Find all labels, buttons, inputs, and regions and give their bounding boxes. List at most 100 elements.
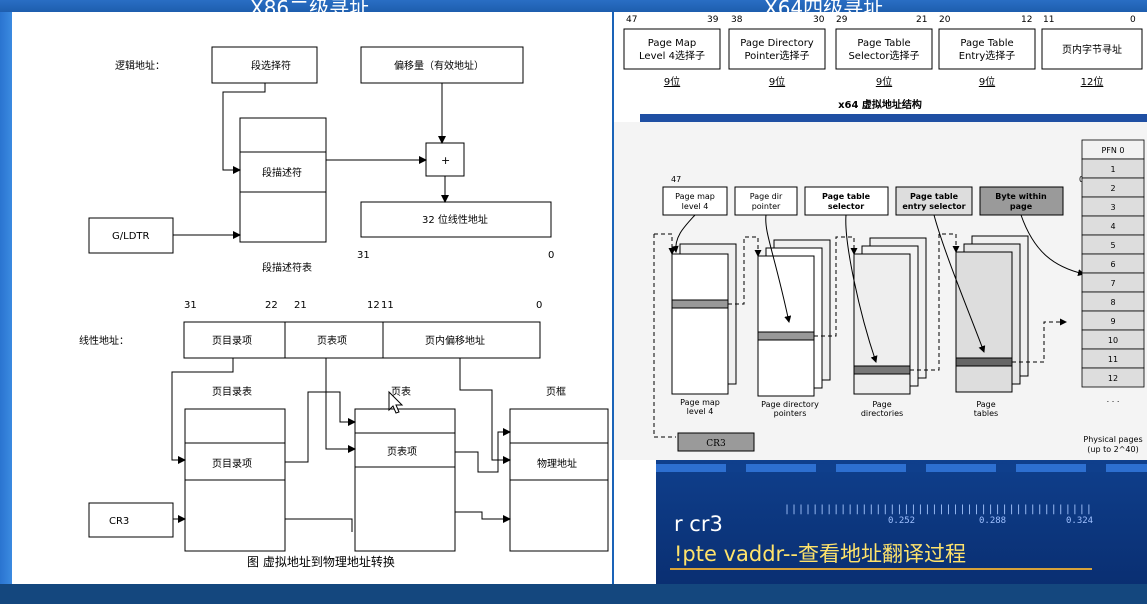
linear-addr-label: 线性地址： xyxy=(79,334,129,347)
bit-22: 22 xyxy=(265,300,278,311)
x64-bit-29: 29 xyxy=(836,15,848,25)
sel-pd-l1: Page table xyxy=(822,192,871,201)
sel-pdp-l2: pointer xyxy=(752,202,781,211)
pfn-12: 12 xyxy=(1108,374,1118,383)
notes-num-1: 0.252 xyxy=(888,516,916,526)
x64-bit-12: 12 xyxy=(1021,15,1032,25)
sel-pml4-l2: level 4 xyxy=(682,202,709,211)
segment-selector-text: 段选择符 xyxy=(251,59,291,72)
tbl-pd-l1: Page xyxy=(872,400,891,409)
x64-field-pt-l1: Page Table xyxy=(960,38,1013,49)
bit31-label: 31 xyxy=(357,250,370,261)
pde-field-text: 页目录项 xyxy=(212,335,252,347)
x64-cr3-box xyxy=(677,432,755,452)
x64-width-1: 9位 xyxy=(769,75,785,88)
x64-cr3-text: CR3 xyxy=(706,439,726,449)
pfn-1: 1 xyxy=(1110,165,1115,174)
cr3-text: CR3 xyxy=(109,516,129,527)
sel-pml4-l1: Page map xyxy=(675,192,715,201)
sel-byte-box xyxy=(979,186,1064,216)
tbl-pdp-l1: Page directory xyxy=(761,400,819,409)
pfn-7: 7 xyxy=(1110,279,1115,288)
x64-width-3: 9位 xyxy=(979,75,995,88)
tbl-pd-l2: directories xyxy=(861,409,903,418)
x86-diagram: 逻辑地址： 段选择符 偏移量（有效地址） + 段描述符 32 位线性地址 G/L… xyxy=(79,46,609,569)
x64-struct-title: x64 虚拟地址结构 xyxy=(838,98,922,111)
bit-21: 21 xyxy=(294,300,307,311)
pfn-ellipsis: . . . xyxy=(1107,395,1120,404)
caption: 图 虚拟地址到物理地址转换 xyxy=(247,554,395,569)
x64-field-offset-box xyxy=(1041,28,1143,70)
pte-entry-text: 页表项 xyxy=(387,445,417,458)
x64-bit-0: 0 xyxy=(1130,15,1136,25)
pfn-8: 8 xyxy=(1110,298,1115,307)
x64-bit-30: 30 xyxy=(813,15,825,25)
bit-31: 31 xyxy=(184,300,197,311)
pde-entry-text: 页目录项 xyxy=(212,458,252,470)
x64-bit-39: 39 xyxy=(707,15,719,25)
plus-text: + xyxy=(441,154,450,167)
bit-12: 12 xyxy=(367,300,380,311)
x64-bit-47: 47 xyxy=(626,15,637,25)
mouse-cursor-icon xyxy=(388,390,404,414)
sel-pt-l1: Page table xyxy=(910,192,959,201)
command-line-2: !pte vaddr--查看地址翻译过程 xyxy=(674,542,966,566)
sel-pdp-box xyxy=(734,186,798,216)
offset-field-box xyxy=(382,321,541,359)
sel-pt-l2: entry selector xyxy=(902,202,965,211)
phys-pages-l2: (up to 2^40) xyxy=(1087,445,1138,454)
title-bar: X86二级寻址 X64四级寻址 xyxy=(0,0,1147,20)
physical-addr-text: 物理地址 xyxy=(537,457,577,470)
pdp-table xyxy=(757,255,815,397)
pfn-5: 5 xyxy=(1110,241,1115,250)
x64-bit-20: 20 xyxy=(939,15,951,25)
pte-field-text: 页表项 xyxy=(317,334,347,347)
x64-field-pdp-l2: Pointer选择子 xyxy=(744,49,809,62)
x64-width-0: 9位 xyxy=(664,75,680,88)
sel-byte-l1: Byte within xyxy=(995,192,1047,201)
sel-pd-l2: selector xyxy=(828,202,864,211)
notes-underline xyxy=(670,568,1092,570)
pml4-table xyxy=(671,253,729,395)
logical-addr-label: 逻辑地址： xyxy=(115,59,165,72)
notes-num-3: 0.324 xyxy=(1066,516,1094,526)
page-directory-label: 页目录表 xyxy=(212,385,252,398)
page-frame-label: 页框 xyxy=(546,385,566,398)
linear-32-box xyxy=(360,201,552,238)
x64-field-pd-box xyxy=(835,28,933,70)
tbl-pml4-l2: level 4 xyxy=(687,407,714,416)
sel-pd-box xyxy=(804,186,889,216)
x64-field-pd-l2: Selector选择子 xyxy=(848,49,919,62)
pfn-0: PFN 0 xyxy=(1101,146,1124,155)
pfn-11: 11 xyxy=(1108,355,1118,364)
x64-width-4: 12位 xyxy=(1081,75,1104,88)
tbl-pt-l2: tables xyxy=(974,409,998,418)
descriptor-table-label: 段描述符表 xyxy=(262,261,312,274)
descriptor-table-box xyxy=(239,117,327,243)
x64-diagram: 47 39 38 30 29 21 20 12 11 0 Page Map Le… xyxy=(614,15,1147,462)
pfn-10: 10 xyxy=(1108,336,1118,345)
sel-pml4-box xyxy=(662,186,728,216)
x64-field-pml4-box xyxy=(623,28,721,70)
x64-diagram-panel: 47 39 38 30 29 21 20 12 11 0 Page Map Le… xyxy=(614,12,1147,584)
offset-text: 偏移量（有效地址） xyxy=(394,59,484,72)
pt-table xyxy=(955,251,1013,393)
x64-diag-bit0: 0 xyxy=(1079,175,1084,184)
segment-descriptor-text: 段描述符 xyxy=(262,166,302,179)
notes-stripe xyxy=(656,464,1147,472)
phys-pages-l1: Physical pages xyxy=(1083,435,1142,444)
notes-dots: ||||||||||||||||||||||||||||||||||||||||… xyxy=(784,504,1093,515)
notes-num-2: 0.288 xyxy=(979,516,1007,526)
sel-pdp-l1: Page dir xyxy=(750,192,783,201)
sel-pt-box xyxy=(895,186,973,216)
x64-field-offset-l1: 页内字节寻址 xyxy=(1062,43,1122,56)
tbl-pml4-l1: Page map xyxy=(680,398,720,407)
bottom-bar xyxy=(0,584,1147,604)
x64-field-pdp-box xyxy=(728,28,826,70)
x64-field-pdp-l1: Page Directory xyxy=(740,38,814,49)
x64-field-pd-l1: Page Table xyxy=(857,38,910,49)
gdtr-text: G/LDTR xyxy=(112,231,149,242)
tbl-pdp-l2: pointers xyxy=(774,409,807,418)
sel-byte-l2: page xyxy=(1010,202,1033,211)
pfn-4: 4 xyxy=(1110,222,1115,231)
